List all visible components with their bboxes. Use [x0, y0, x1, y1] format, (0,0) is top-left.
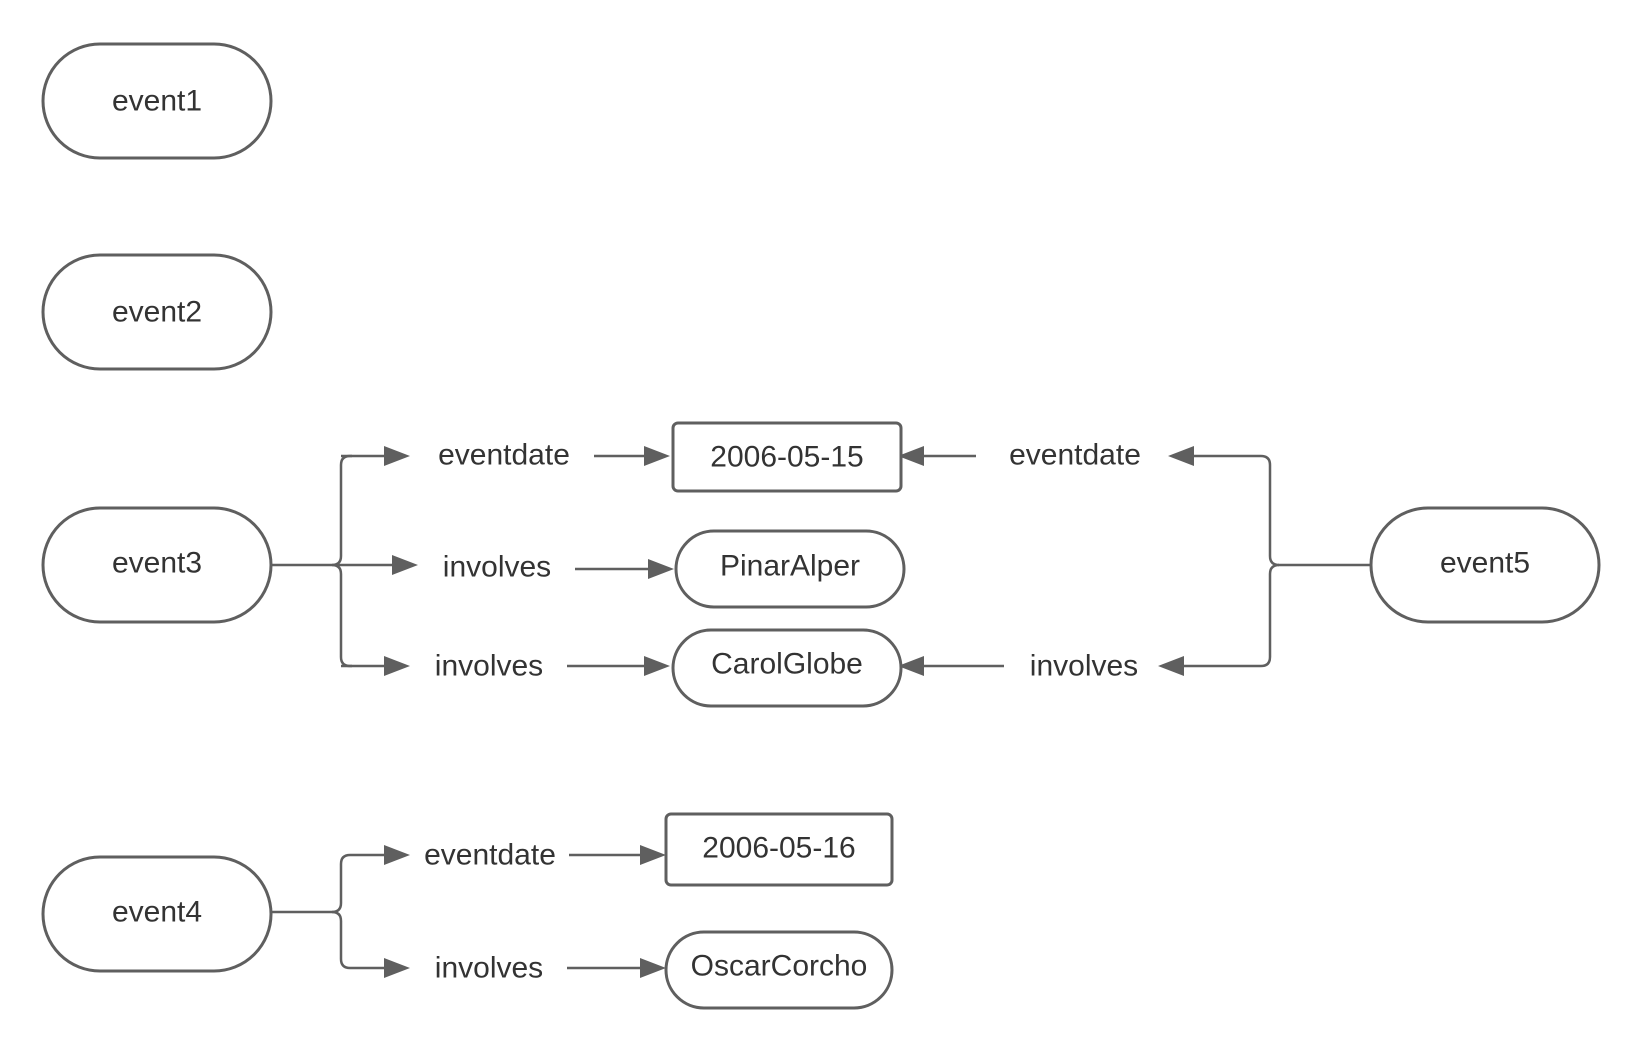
- event3-bracket: [331, 454, 352, 668]
- node-shape: [674, 529, 906, 609]
- node-label: OscarCorcho: [691, 950, 868, 983]
- node-shape: [41, 42, 273, 160]
- arrowhead-icon: [644, 656, 670, 676]
- node-label: 2006-05-16: [702, 832, 855, 865]
- node-carolglobe[interactable]: CarolGlobe: [671, 628, 903, 708]
- edge-label-involves: involves: [443, 551, 551, 584]
- edge-label-eventdate: eventdate: [1009, 439, 1141, 472]
- node-shape: [671, 421, 903, 493]
- arrowhead-icon: [898, 446, 924, 466]
- node-shape: [41, 506, 273, 624]
- arrowhead-icon: [384, 958, 410, 978]
- arrowhead-icon: [648, 559, 674, 579]
- arrowhead-icon: [384, 446, 410, 466]
- node-date-2006-05-15[interactable]: 2006-05-15: [671, 421, 903, 493]
- edge-label-involves: involves: [1030, 650, 1138, 683]
- node-label: event1: [112, 85, 202, 118]
- edge-label-involves: involves: [435, 952, 543, 985]
- node-shape: [1369, 506, 1601, 624]
- node-shape: [41, 855, 273, 973]
- node-label: event5: [1440, 547, 1530, 580]
- arrowhead-icon: [384, 845, 410, 865]
- edge-labels: eventdate involves involves eventdate in…: [424, 439, 1141, 985]
- arrowhead-icon: [1168, 446, 1194, 466]
- node-event2[interactable]: event2: [41, 253, 273, 371]
- node-shape: [664, 930, 894, 1010]
- node-label: PinarAlper: [720, 550, 860, 583]
- event4-bracket: [331, 853, 390, 970]
- node-event5[interactable]: event5: [1369, 506, 1601, 624]
- arrowhead-icon: [644, 446, 670, 466]
- node-pinaralper[interactable]: PinarAlper: [674, 529, 906, 609]
- arrowhead-icon: [1158, 656, 1184, 676]
- node-shape: [664, 812, 894, 887]
- node-event4[interactable]: event4: [41, 855, 273, 973]
- node-shape: [41, 253, 273, 371]
- node-label: event4: [112, 896, 202, 929]
- arrowhead-icon: [384, 656, 410, 676]
- node-label: CarolGlobe: [711, 648, 863, 681]
- edge-label-involves: involves: [435, 650, 543, 683]
- arrowheads: [384, 446, 1194, 978]
- node-event1[interactable]: event1: [41, 42, 273, 160]
- arrowhead-icon: [640, 958, 666, 978]
- node-event3[interactable]: event3: [41, 506, 273, 624]
- edge-label-eventdate: eventdate: [424, 839, 556, 872]
- arrowhead-icon: [640, 845, 666, 865]
- event5-bracket: [1180, 454, 1280, 668]
- connectors: [272, 454, 1370, 970]
- arrowhead-icon: [898, 656, 924, 676]
- node-shape: [671, 628, 903, 708]
- node-label: event2: [112, 296, 202, 329]
- node-oscarcorcho[interactable]: OscarCorcho: [664, 930, 894, 1010]
- node-label: 2006-05-15: [710, 441, 863, 474]
- node-label: event3: [112, 547, 202, 580]
- node-date-2006-05-16[interactable]: 2006-05-16: [664, 812, 894, 887]
- edge-label-eventdate: eventdate: [438, 439, 570, 472]
- arrowhead-icon: [392, 555, 418, 575]
